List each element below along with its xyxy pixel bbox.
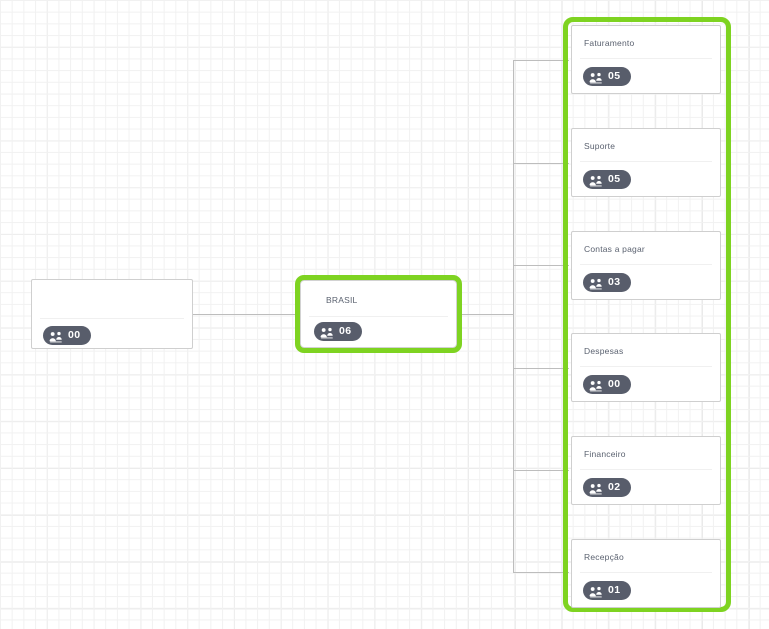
department-node-faturamento[interactable]: Faturamento 05 xyxy=(571,25,721,94)
brasil-node-body: BRASIL 06 xyxy=(300,280,457,348)
department-divider xyxy=(580,366,712,367)
department-member-badge[interactable]: 01 xyxy=(583,581,632,600)
department-title: Recepção xyxy=(584,552,624,562)
department-divider xyxy=(580,58,712,59)
users-group-icon xyxy=(49,330,63,342)
department-title: Suporte xyxy=(584,141,616,151)
connector-trunk-to-suporte xyxy=(513,163,569,164)
users-group-icon xyxy=(589,71,603,83)
department-member-count: 05 xyxy=(608,173,621,186)
department-divider xyxy=(580,161,712,162)
connector-trunk-vertical xyxy=(513,60,514,573)
users-group-icon xyxy=(589,379,603,391)
department-node-recepcao[interactable]: Recepção 01 xyxy=(571,539,721,608)
department-title: Contas a pagar xyxy=(584,244,645,254)
connector-brasil-to-trunk xyxy=(462,314,514,315)
root-node[interactable]: 00 xyxy=(31,279,193,349)
department-member-count: 01 xyxy=(608,584,621,597)
users-group-icon xyxy=(589,585,603,597)
department-title: Financeiro xyxy=(584,449,626,459)
connector-trunk-to-contas-a-pagar xyxy=(513,265,569,266)
department-member-count: 02 xyxy=(608,481,621,494)
department-title: Faturamento xyxy=(584,38,635,48)
department-node-despesas[interactable]: Despesas 00 xyxy=(571,333,721,402)
brasil-node-member-badge[interactable]: 06 xyxy=(314,322,363,341)
connector-trunk-to-financeiro xyxy=(513,470,569,471)
department-divider xyxy=(580,469,712,470)
department-node-financeiro[interactable]: Financeiro 02 xyxy=(571,436,721,505)
department-member-badge[interactable]: 00 xyxy=(583,375,632,394)
department-node-contas-a-pagar[interactable]: Contas a pagar 03 xyxy=(571,231,721,300)
users-group-icon xyxy=(589,277,603,289)
connector-root-to-brasil xyxy=(193,314,295,315)
brasil-node[interactable]: BRASIL 06 xyxy=(295,275,462,353)
root-node-member-badge[interactable]: 00 xyxy=(43,326,92,345)
root-node-member-count: 00 xyxy=(68,329,81,342)
connector-trunk-to-recepcao xyxy=(513,572,569,573)
department-member-count: 03 xyxy=(608,276,621,289)
users-group-icon xyxy=(320,326,334,338)
department-title: Despesas xyxy=(584,346,624,356)
connector-trunk-to-despesas xyxy=(513,368,569,369)
department-divider xyxy=(580,572,712,573)
department-member-badge[interactable]: 05 xyxy=(583,170,632,189)
department-member-badge[interactable]: 03 xyxy=(583,273,632,292)
department-divider xyxy=(580,264,712,265)
department-member-badge[interactable]: 02 xyxy=(583,478,632,497)
users-group-icon xyxy=(589,174,603,186)
brasil-node-title: BRASIL xyxy=(326,295,358,305)
root-node-divider xyxy=(40,318,184,319)
department-node-suporte[interactable]: Suporte 05 xyxy=(571,128,721,197)
users-group-icon xyxy=(589,482,603,494)
department-member-badge[interactable]: 05 xyxy=(583,67,632,86)
brasil-node-member-count: 06 xyxy=(339,325,352,338)
department-member-count: 05 xyxy=(608,70,621,83)
department-member-count: 00 xyxy=(608,378,621,391)
brasil-node-divider xyxy=(309,316,448,317)
connector-trunk-to-faturamento xyxy=(513,60,569,61)
department-group-selection[interactable] xyxy=(563,17,731,612)
